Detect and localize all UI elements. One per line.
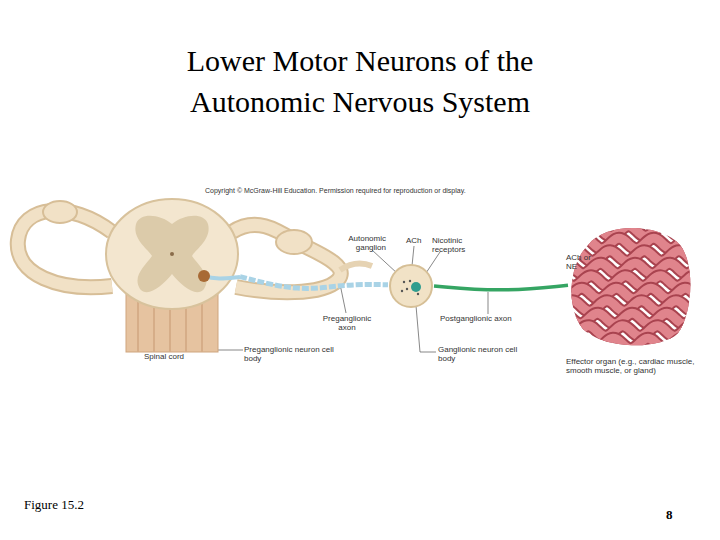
part-label: Ganglionic neuron cell body [438,345,518,363]
edge-label: Postganglionic axon [440,314,550,323]
leader-line [340,284,346,313]
effector-organ: Effector organ (e.g., cardiac muscle, sm… [568,225,690,345]
node-shape [388,264,434,308]
synapse-dot [409,280,411,282]
gray-matter [135,216,208,292]
node-label: Autonomic ganglion [342,234,386,252]
intestine-loop [562,326,694,336]
leader-lines [208,246,586,352]
ramus [340,263,372,270]
autonomic-ganglion: Autonomic ganglion [388,264,434,308]
central-canal [170,252,174,256]
node-shape [568,225,690,345]
intestine-loop [562,226,694,236]
neurotransmitter: ACh or NE [566,253,600,271]
node-label: Spinal cord [144,352,214,361]
figure-caption: Figure 15.2 [24,497,84,513]
cell-body [411,282,421,292]
synapse-dot [417,293,419,295]
node-shape [104,194,240,352]
nerve-root [232,225,341,292]
preganglionic-axon [240,277,388,289]
intestine-loop [562,326,694,336]
copyright-note: Copyright © McGraw-Hill Education. Permi… [205,187,535,195]
ganglion-outline [390,265,432,307]
synapse-dot [406,288,408,290]
intestine-loop [562,338,694,349]
slide-title: Lower Motor Neurons of the Autonomic Ner… [110,40,610,122]
page-number: 8 [666,508,686,522]
synapse-dot [401,290,403,292]
neurotransmitter: ACh [406,236,428,245]
intestine-loop [562,338,694,349]
edge-label: Preganglionic axon [316,314,378,332]
spinal-cord: Spinal cord [104,194,240,352]
part-label: Preganglionic neuron cell body [244,345,340,363]
leader-line [372,250,398,274]
dorsal-root-ganglion [43,201,77,223]
cell-body [198,270,210,282]
dorsal-root-ganglion [276,230,312,254]
nerve-root [232,225,341,292]
postganglionic-axon [434,285,568,290]
node-label: Effector organ (e.g., cardiac muscle, sm… [566,357,706,375]
intestine-loop [562,226,694,236]
receptor-label: Nicotinic receptors [432,236,476,254]
cord-section [106,199,238,309]
synapse-dot [403,281,405,283]
leader-line [488,292,489,314]
